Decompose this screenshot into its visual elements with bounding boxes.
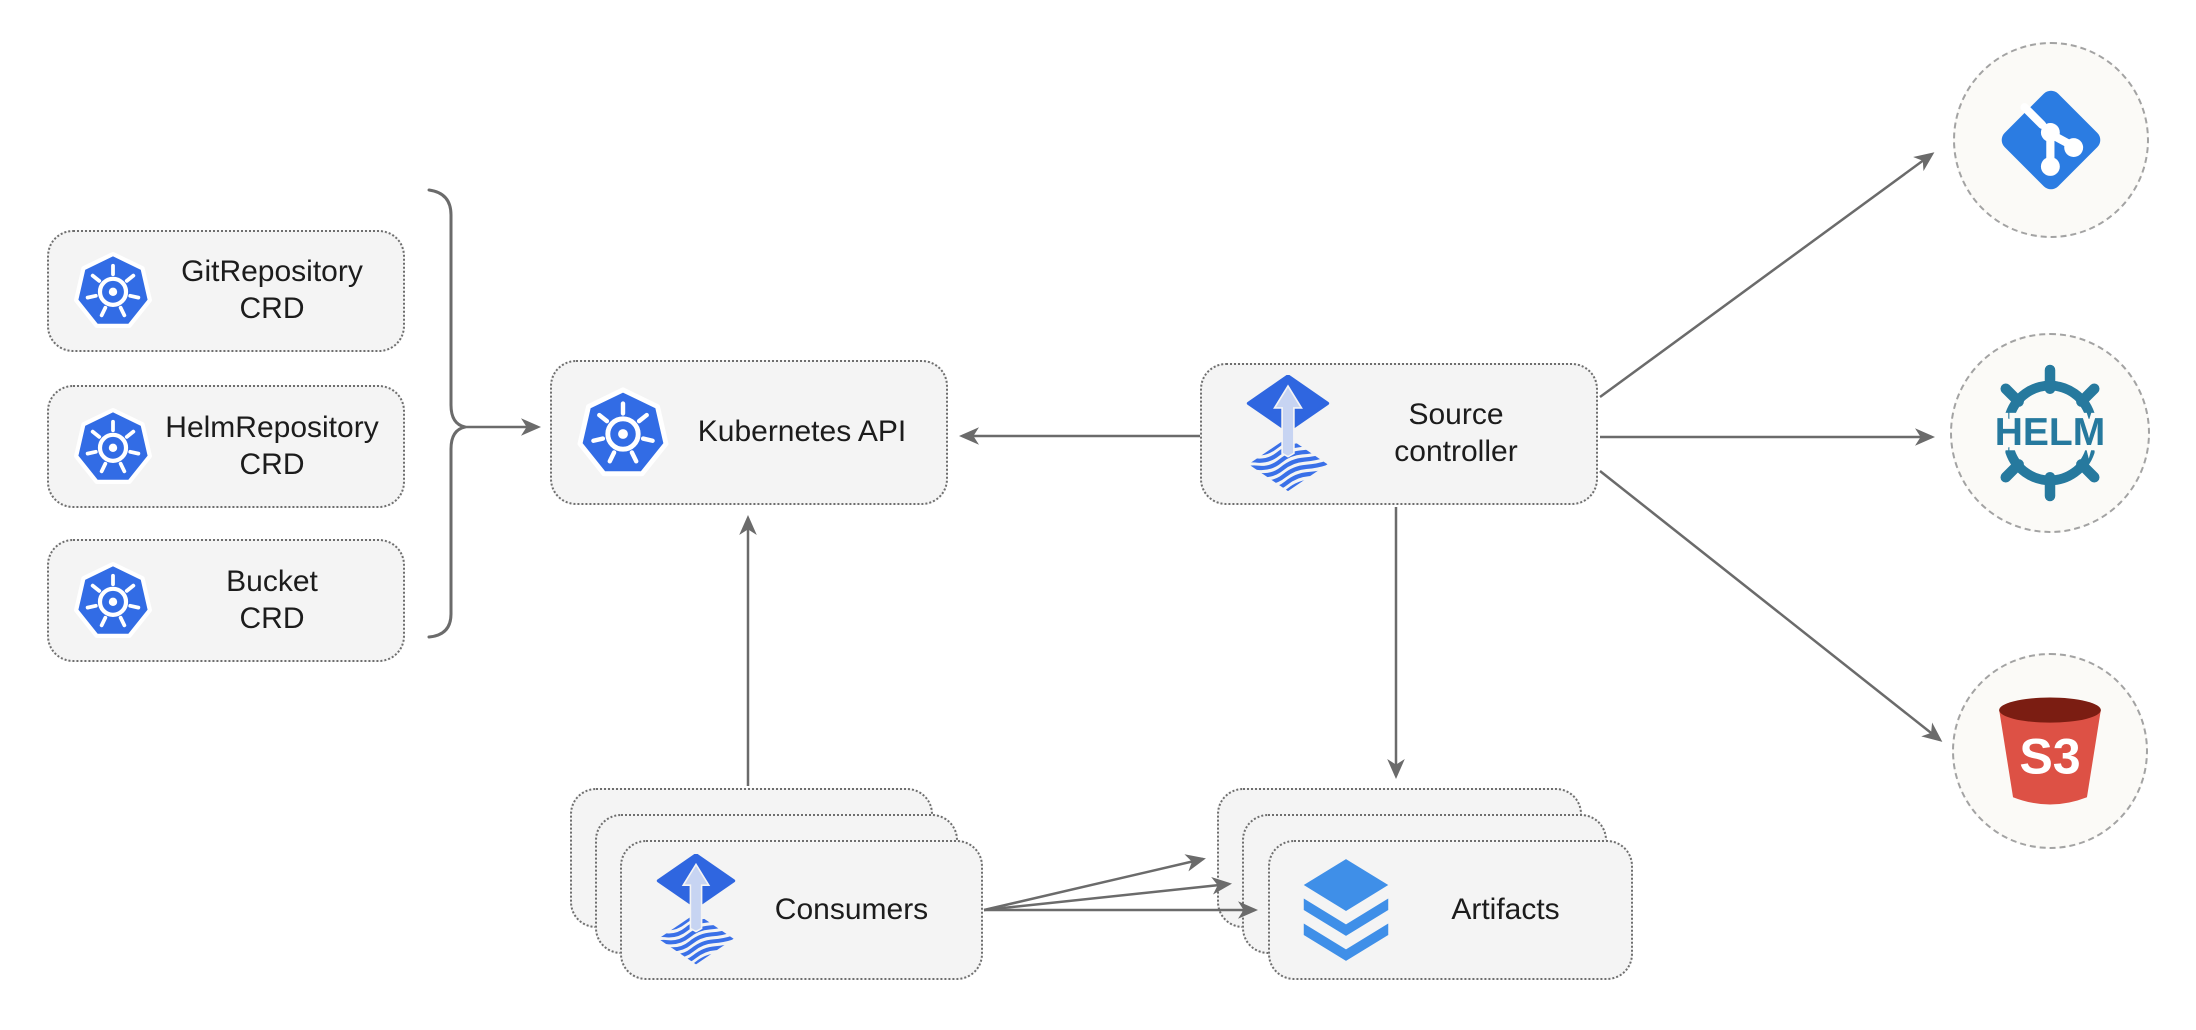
kubernetes-api-node: Kubernetes API bbox=[550, 360, 948, 505]
edge-source-controller-to-s3 bbox=[1599, 470, 1943, 742]
gitrepository-crd-node: GitRepository CRD bbox=[47, 230, 405, 352]
helm-wordmark: HELM bbox=[1995, 411, 2106, 454]
artifacts-label: Artifacts bbox=[1451, 892, 1560, 926]
consumers-node: Consumers bbox=[620, 840, 983, 980]
crd-group-bracket bbox=[427, 188, 467, 639]
consumers-label: Consumers bbox=[774, 892, 929, 926]
kubernetes-icon bbox=[71, 249, 155, 333]
label-line2: CRD bbox=[239, 292, 305, 325]
label-line1: Bucket bbox=[226, 564, 318, 598]
flux-icon bbox=[1246, 375, 1330, 493]
s3-remote-circle: S3 bbox=[1952, 653, 2148, 849]
git-remote-circle bbox=[1953, 42, 2149, 238]
label-line1: Source bbox=[1408, 398, 1504, 432]
flux-icon bbox=[656, 854, 736, 966]
kubernetes-icon bbox=[71, 559, 155, 643]
label-line1: GitRepository bbox=[181, 255, 363, 289]
gitrepository-crd-label: GitRepository CRD bbox=[155, 254, 403, 327]
bucket-crd-node: Bucket CRD bbox=[47, 539, 405, 662]
git-icon bbox=[2001, 90, 2101, 190]
helmrepository-crd-node: HelmRepository CRD bbox=[47, 385, 405, 508]
label-line2: CRD bbox=[239, 601, 305, 635]
edge-source-controller-to-git bbox=[1599, 152, 1935, 399]
label-line1: HelmRepository bbox=[165, 410, 379, 444]
label-line2: controller bbox=[1394, 435, 1518, 468]
edge-consumers-to-artifacts-1 bbox=[983, 854, 1206, 912]
layers-icon bbox=[1303, 859, 1389, 961]
helm-icon: HELM bbox=[1990, 364, 2111, 502]
helm-remote-circle: HELM bbox=[1950, 333, 2150, 533]
kubernetes-icon bbox=[71, 405, 155, 489]
bucket-crd-label: Bucket CRD bbox=[155, 564, 403, 637]
kubernetes-icon bbox=[574, 384, 672, 482]
label-line2: CRD bbox=[239, 447, 305, 481]
kubernetes-api-label: Kubernetes API bbox=[697, 415, 907, 449]
artifacts-node: Artifacts bbox=[1268, 840, 1633, 980]
source-controller-label: Source controller bbox=[1330, 397, 1596, 470]
s3-wordmark: S3 bbox=[2019, 728, 2080, 784]
helmrepository-crd-label: HelmRepository CRD bbox=[155, 410, 403, 483]
s3-bucket-icon: S3 bbox=[1999, 697, 2101, 805]
source-controller-node: Source controller bbox=[1200, 363, 1598, 505]
edge-consumers-to-artifacts-2 bbox=[983, 877, 1232, 912]
